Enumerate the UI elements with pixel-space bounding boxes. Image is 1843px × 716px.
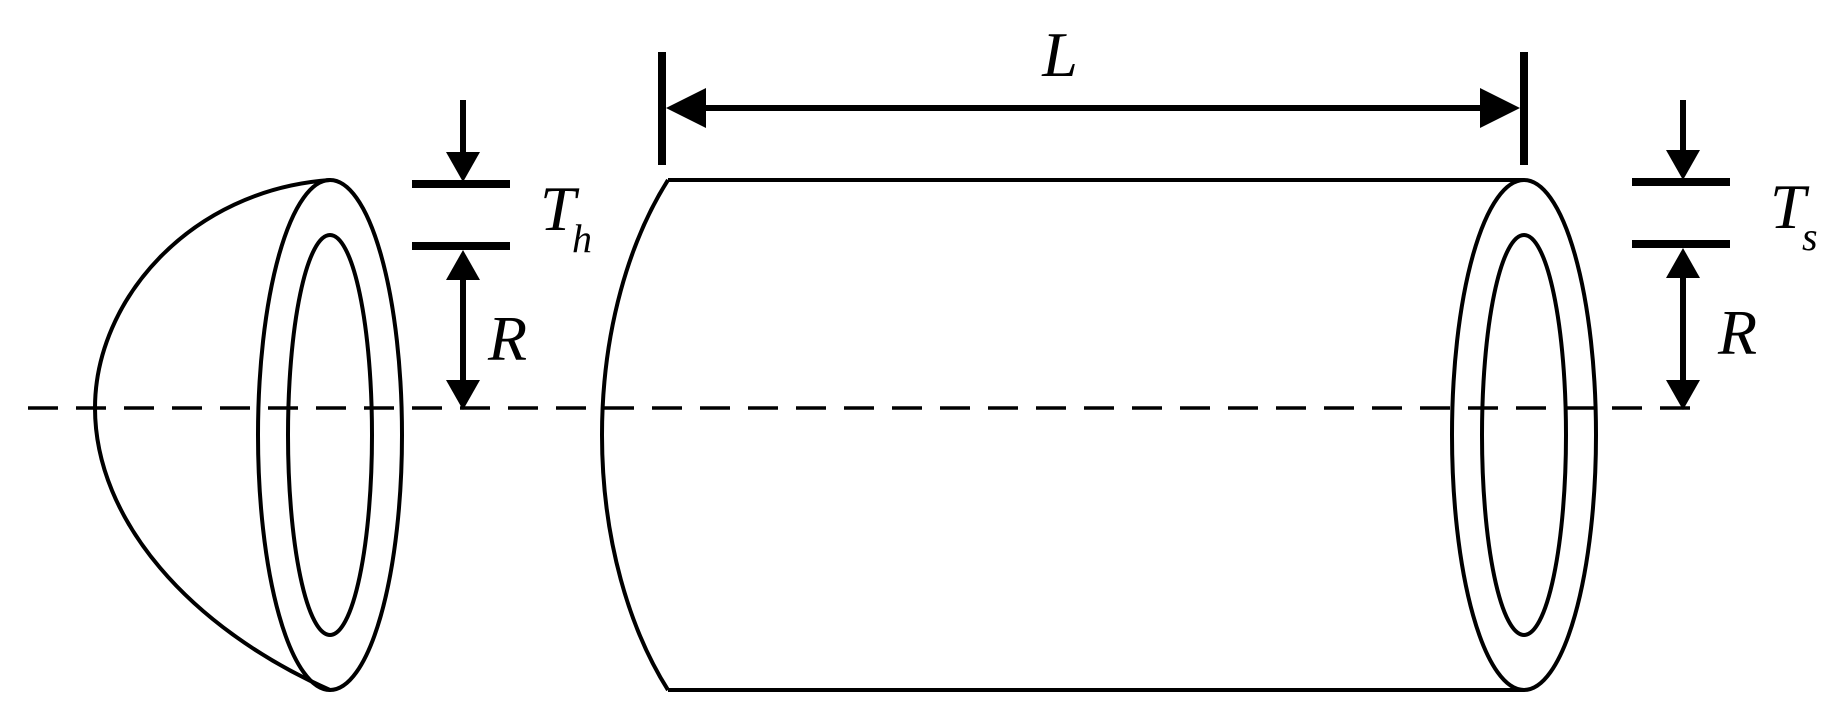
head-thickness-dimension: T h: [412, 100, 592, 261]
shell-radius-dimension: R: [1666, 248, 1757, 410]
head-outer-rim: [256, 178, 404, 692]
shell-radius-top-arrowhead: [1666, 248, 1700, 278]
length-right-arrowhead: [1480, 88, 1520, 128]
length-left-arrowhead: [666, 88, 706, 128]
head-dome-outline: [92, 178, 331, 692]
head-inner-rim: [286, 233, 374, 637]
head-thickness-arrowhead: [446, 152, 480, 182]
shell-outer-rim: [1450, 178, 1598, 692]
head-radius-label: R: [487, 303, 527, 374]
head-radius-bottom-arrowhead: [446, 380, 480, 410]
shell-left-end: [599, 178, 670, 692]
cylindrical-shell: [599, 178, 1598, 692]
length-dimension: L: [658, 19, 1528, 165]
shell-thickness-arrowhead: [1666, 150, 1700, 180]
head-radius-top-arrowhead: [446, 250, 480, 280]
shell-thickness-label: T: [1770, 171, 1810, 242]
hemispherical-head: [92, 178, 404, 692]
shell-thickness-subscript: s: [1802, 214, 1818, 259]
shell-thickness-dimension: T s: [1632, 100, 1818, 259]
head-radius-dimension: R: [446, 250, 527, 410]
length-label: L: [1041, 19, 1078, 90]
head-thickness-subscript: h: [572, 216, 592, 261]
shell-inner-rim: [1480, 233, 1568, 637]
shell-radius-bottom-arrowhead: [1666, 380, 1700, 410]
head-thickness-label: T: [540, 173, 580, 244]
shell-radius-label: R: [1717, 297, 1757, 368]
